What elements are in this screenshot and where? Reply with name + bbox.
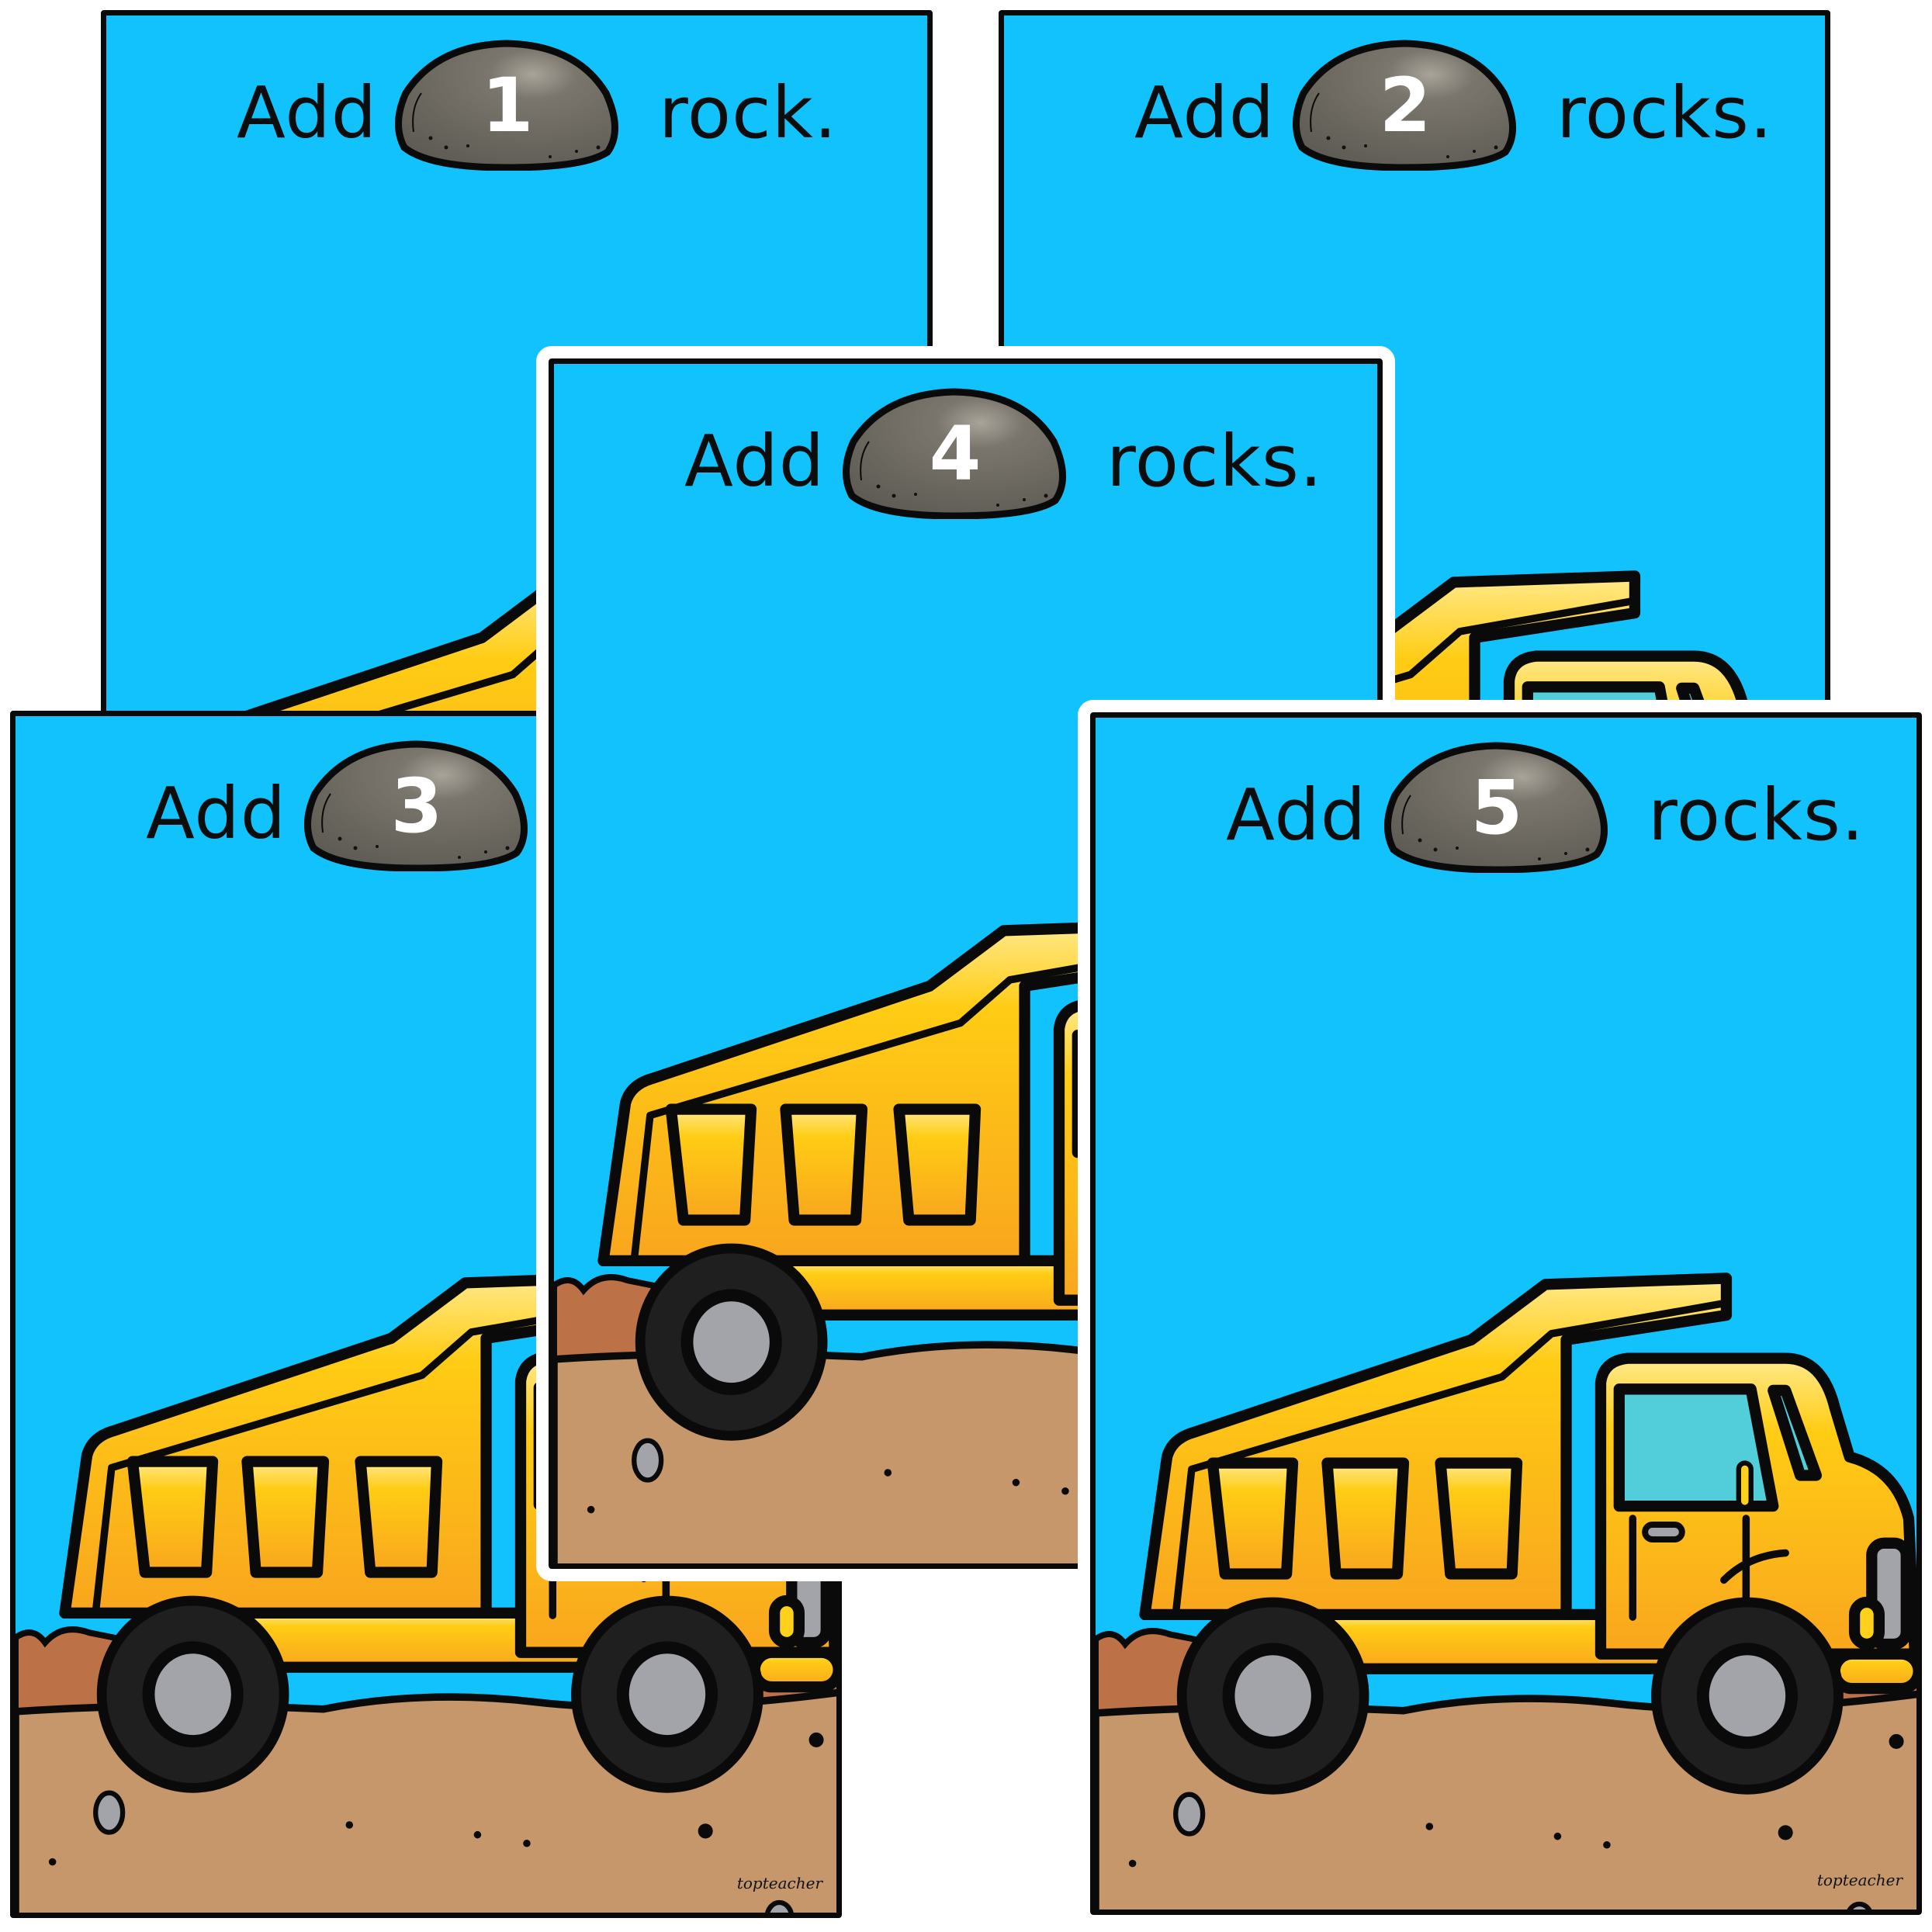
prompt-unit: rocks. (1556, 71, 1774, 154)
rock-icon: 1 (390, 39, 625, 171)
card-prompt: Add 1 rock. (106, 16, 927, 194)
rock-count: 5 (1470, 764, 1523, 851)
rock-icon: 2 (1288, 39, 1522, 171)
card-prompt: Add 5 rocks. (1096, 718, 1916, 896)
card-prompt: Add 4 rocks. (554, 364, 1377, 542)
prompt-unit: rocks. (1648, 774, 1865, 857)
rock-icon: 3 (299, 739, 534, 871)
watermark: topteacher (1816, 1871, 1903, 1889)
card-prompt: Add 2 rocks. (1004, 16, 1825, 194)
flashcard-5: Add 5 rocks. topteacher (1078, 700, 1932, 1927)
rock-icon: 5 (1380, 741, 1614, 873)
prompt-unit: rocks. (1106, 420, 1324, 503)
prompt-unit: rock. (659, 71, 838, 154)
rock-count: 3 (390, 763, 443, 850)
dump-truck-scene (1096, 718, 1922, 1915)
prompt-prefix: Add (146, 772, 287, 855)
rock-count: 1 (481, 62, 534, 149)
watermark: topteacher (736, 1874, 822, 1892)
rock-count: 2 (1379, 62, 1432, 149)
prompt-prefix: Add (684, 420, 826, 503)
prompt-prefix: Add (1134, 71, 1276, 154)
rock-icon: 4 (838, 387, 1072, 519)
prompt-prefix: Add (1226, 774, 1367, 857)
prompt-prefix: Add (237, 71, 378, 154)
rock-count: 4 (929, 410, 982, 497)
